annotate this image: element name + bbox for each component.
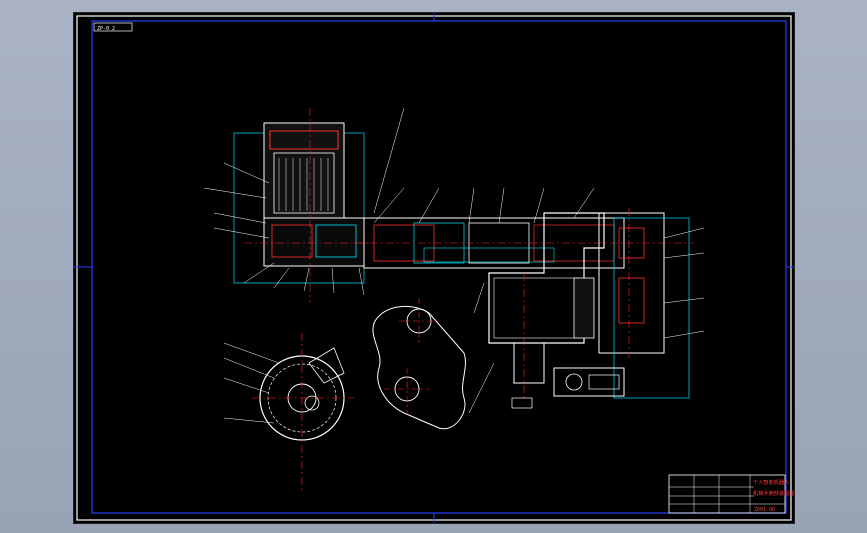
- drawing-sheet: ZP-0 2: [73, 12, 795, 524]
- title-block: 个人智能机器人 机械手腕部装配图 ZD01-00: [668, 474, 794, 514]
- leader-lines: [203, 107, 705, 424]
- sheet-code: ZP-0 2: [97, 26, 115, 32]
- gripper-finger: [372, 298, 466, 430]
- title-line-1: 个人智能机器人: [753, 478, 789, 486]
- drawing-number: ZD01-00: [754, 507, 775, 513]
- section-circle-view: [252, 333, 354, 493]
- right-housing: [488, 208, 690, 409]
- sheet-code-box: [93, 22, 133, 32]
- assembly-drawing: ZP-0 2: [74, 13, 794, 523]
- motor-gear-section: [233, 108, 374, 303]
- title-line-2: 机械手腕部装配图: [753, 489, 794, 497]
- drawing-frame: [91, 20, 787, 514]
- shaft-section: [354, 217, 694, 269]
